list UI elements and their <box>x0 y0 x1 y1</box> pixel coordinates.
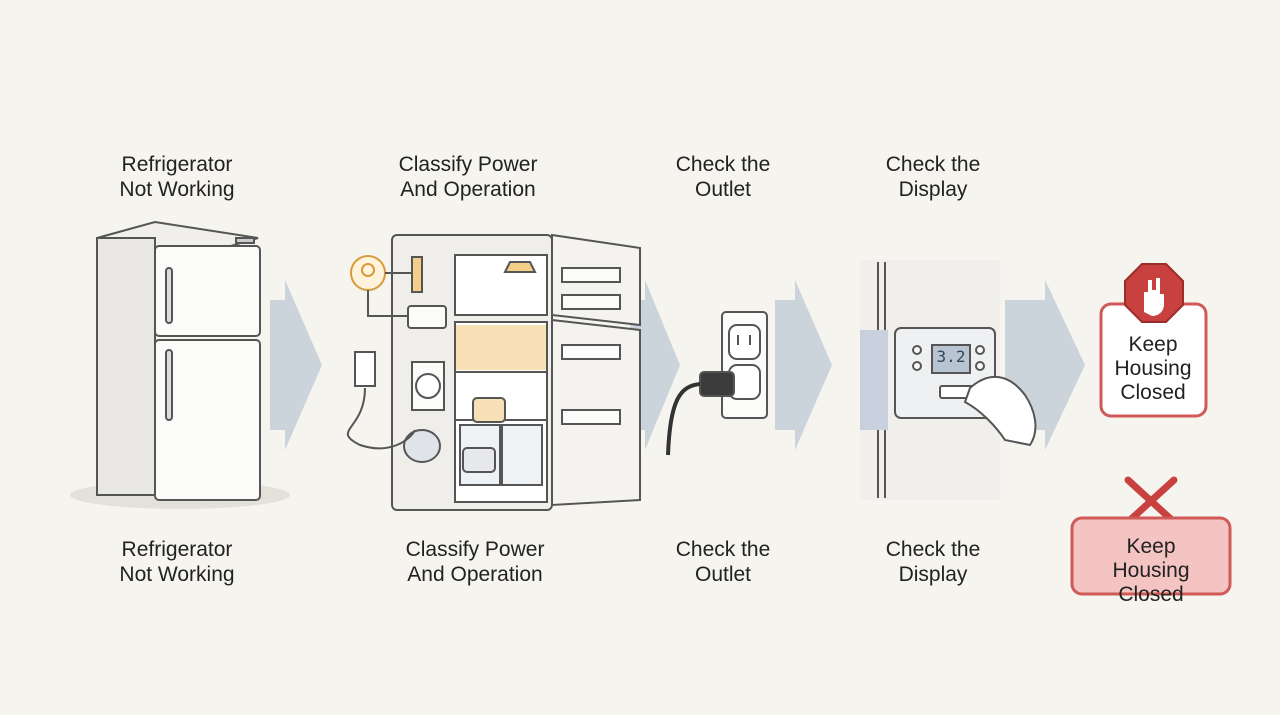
flow-arrow-3 <box>775 280 832 450</box>
display-readout: 3.2 <box>936 347 966 366</box>
control-display-icon <box>860 260 1037 500</box>
warning-box-text: Keep Housing Closed <box>1112 535 1190 606</box>
refrigerator-open-icon <box>346 233 641 511</box>
flow-arrow-1 <box>270 280 322 450</box>
refrigerator-closed-icon <box>70 220 290 509</box>
step-1-bottom-label: Refrigerator Not Working <box>119 538 235 586</box>
step-3-top-label: Check the Outlet <box>675 153 771 201</box>
step-4-top-label: Check the Display <box>885 153 981 201</box>
wall-outlet-plug-icon <box>666 311 768 456</box>
step-2-top-label: Classify Power And Operation <box>398 153 538 201</box>
step-1-top-label: Refrigerator Not Working <box>119 153 235 201</box>
step-2-bottom-label: Classify Power And Operation <box>405 538 545 586</box>
flow-arrow-2 <box>630 280 680 450</box>
stop-hand-icon <box>1144 278 1164 316</box>
stop-sign-text: Keep Housing Closed <box>1114 333 1192 404</box>
step-3-bottom-label: Check the Outlet <box>675 538 771 586</box>
step-4-bottom-label: Check the Display <box>885 538 981 586</box>
red-x-icon <box>1124 476 1178 526</box>
warning-box-frame <box>1070 516 1232 596</box>
